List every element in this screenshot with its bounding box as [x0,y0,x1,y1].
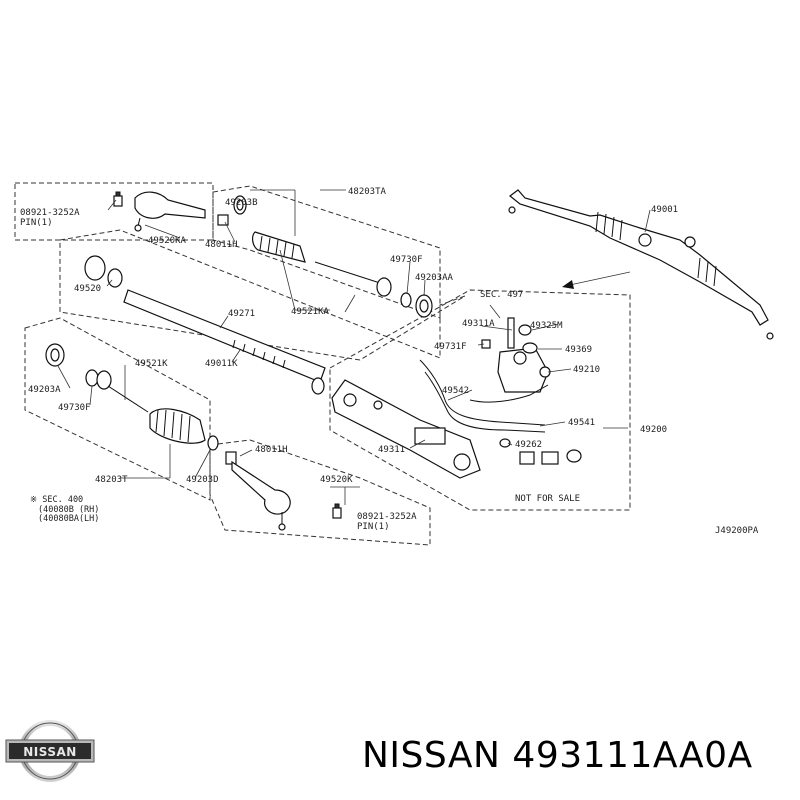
seal-49325m [518,324,532,336]
label-08921-top: 08921-3252A [20,208,80,218]
label-48203t: 48203T [95,475,128,485]
label-sec400-line2: (40080B (RH) [38,505,99,515]
label-49011k: 49011K [205,359,238,369]
label-48011h-top: 48011H [205,240,238,250]
label-sec400-line1: ※ SEC. 400 [30,495,83,505]
nissan-logo-text: NISSAN [23,745,77,759]
valve-assembly-49210 [497,347,551,393]
label-49541: 49541 [568,418,595,428]
label-49271: 49271 [228,309,255,319]
boot-upper [252,231,306,263]
gear-housing-49311 [331,379,481,479]
label-49311: 49311 [378,445,405,455]
label-sec400-line3: (40080BA(LH) [38,514,99,524]
inner-tie-rod-lower [96,370,149,413]
o-ring-49262 [499,438,511,448]
label-49520k: 49520K [320,475,353,485]
label-49521k: 49521K [135,359,168,369]
boot-lower [149,408,206,444]
leader-lines [57,189,651,505]
label-not-for-sale: NOT FOR SALE [515,494,580,504]
label-48203ta: 48203TA [348,187,387,197]
label-49203a: 49203A [28,385,61,395]
outline-upper-tie-rod-group [14,182,214,241]
nut-48011h-upper [217,214,229,226]
clamp-49203aa [415,294,433,318]
tie-rod-end-lower [231,460,291,531]
label-49311a: 49311A [462,319,495,329]
hose-49541 [469,384,549,403]
label-49521ka: 49521KA [291,307,330,317]
label-49200: 49200 [640,425,667,435]
label-49731f: 49731F [434,342,467,352]
washer-49730f-lower [85,369,99,387]
nissan-logo: NISSAN [5,720,95,782]
label-49262: 49262 [515,440,542,450]
washer-49730f-upper [400,292,412,308]
label-49369: 49369 [565,345,592,355]
hose-49542 [419,359,546,433]
castle-nut-upper [113,191,123,207]
label-48011h-bot: 48011H [255,445,288,455]
part-number-caption: NISSAN 493111AA0A [362,735,753,776]
label-49203b: 49203B [225,198,258,208]
label-49730f-top: 49730F [390,255,423,265]
label-08921-bot: 08921-3252A [357,512,417,522]
label-pin-bot: PIN(1) [357,522,390,532]
nut-48011h-lower [225,451,237,465]
assembly-arrow-head [562,280,574,289]
label-49520: 49520 [74,284,101,294]
tie-rod-end-upper [134,191,206,232]
label-pin-top: PIN(1) [20,218,53,228]
clamp-49203d [207,435,219,451]
label-49730f-bot: 49730F [58,403,91,413]
inner-tie-rod-upper [314,261,392,297]
label-49325m: 49325M [530,321,563,331]
o-ring-49369 [522,342,538,354]
complete-rack-assembly-49001 [508,189,774,340]
label-sec497: SEC. 497 [480,290,523,300]
assembly-arrow [564,271,631,287]
label-49542: 49542 [442,386,469,396]
label-49520ka: 49520KA [148,236,187,246]
label-49203d: 49203D [186,475,219,485]
label-49203aa: 49203AA [415,273,454,283]
bushing-49011k [311,377,325,395]
label-49001: 49001 [651,205,678,215]
not-for-sale-parts [519,449,582,465]
clamp-49203b [233,195,247,215]
outline-upper-boot-group [212,185,441,319]
label-49210: 49210 [573,365,600,375]
outline-lower-tie-rod-group [209,439,431,546]
drawing-id: J49200PA [715,526,759,536]
outline-rack-assembly-group [329,289,631,511]
pinion-shaft-49311a [507,317,515,349]
bushing-49520 [84,255,123,288]
castle-nut-lower [332,503,342,519]
clamp-49203a [45,343,65,367]
